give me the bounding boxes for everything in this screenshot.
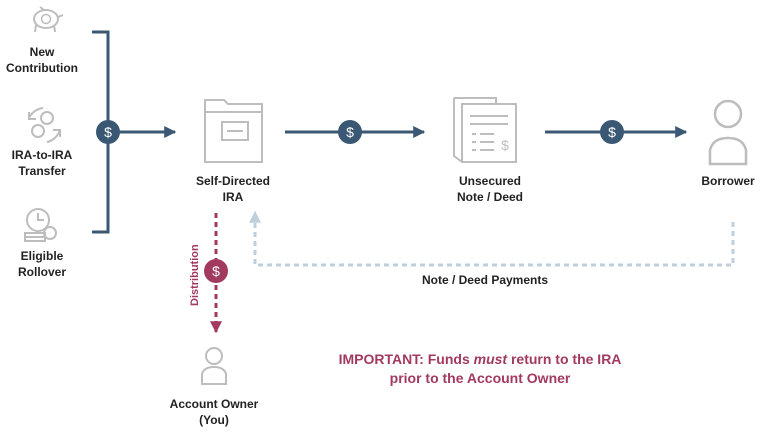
- dollar-badge-sources: $: [96, 120, 120, 144]
- label-line: Account Owner: [169, 397, 259, 411]
- dollar-badge-ira-note: $: [338, 120, 362, 144]
- transfer-cycle-icon: [28, 107, 61, 143]
- distribution-label: Distribution: [189, 244, 201, 306]
- account-owner-label: Account Owner (You): [164, 396, 264, 428]
- label-line: Contribution: [6, 61, 78, 75]
- person-icon: [708, 99, 748, 166]
- person-icon: [201, 347, 227, 385]
- new-contribution-label: New Contribution: [0, 44, 84, 76]
- payments-return-path: [249, 210, 735, 267]
- piggy-bank-icon: [33, 6, 64, 33]
- important-suffix: return to the IRA: [507, 351, 622, 367]
- label-line: Rollover: [17, 265, 66, 279]
- eligible-rollover-label: Eligible Rollover: [0, 248, 84, 280]
- folder-icon: [204, 99, 263, 163]
- payments-label: Note / Deed Payments: [421, 273, 549, 287]
- label-line: Eligible: [20, 249, 64, 263]
- ira-label: Self-Directed IRA: [183, 173, 283, 205]
- label-line: IRA: [222, 190, 244, 204]
- label-line: Unsecured: [458, 174, 522, 188]
- label-line: Self-Directed: [195, 174, 271, 188]
- label-line: Note / Deed: [456, 190, 523, 204]
- clock-coins-icon: [24, 208, 57, 242]
- svg-text:$: $: [608, 124, 616, 140]
- svg-text:$: $: [346, 124, 354, 140]
- label-line: New: [29, 45, 55, 59]
- note-label: Unsecured Note / Deed: [435, 173, 545, 205]
- label-line: Borrower: [701, 174, 755, 188]
- svg-text:$: $: [212, 263, 220, 279]
- document-stack-icon: $: [453, 97, 517, 163]
- svg-text:$: $: [501, 137, 509, 153]
- label-line: Transfer: [18, 164, 66, 178]
- label-line: IRA-to-IRA: [11, 148, 73, 162]
- important-line-1: IMPORTANT: Funds must return to the IRA: [320, 350, 640, 369]
- borrower-label: Borrower: [688, 173, 768, 189]
- dollar-badge-note-borrower: $: [600, 120, 624, 144]
- label-line: (You): [199, 413, 229, 427]
- important-emphasis: must: [473, 351, 508, 367]
- important-note: IMPORTANT: Funds must return to the IRA …: [320, 350, 640, 388]
- svg-text:$: $: [104, 124, 112, 140]
- dollar-badge-distribution: $: [204, 259, 228, 283]
- important-prefix: IMPORTANT: Funds: [338, 351, 474, 367]
- ira-transfer-label: IRA-to-IRA Transfer: [0, 147, 84, 179]
- important-line-2: prior to the Account Owner: [389, 370, 571, 386]
